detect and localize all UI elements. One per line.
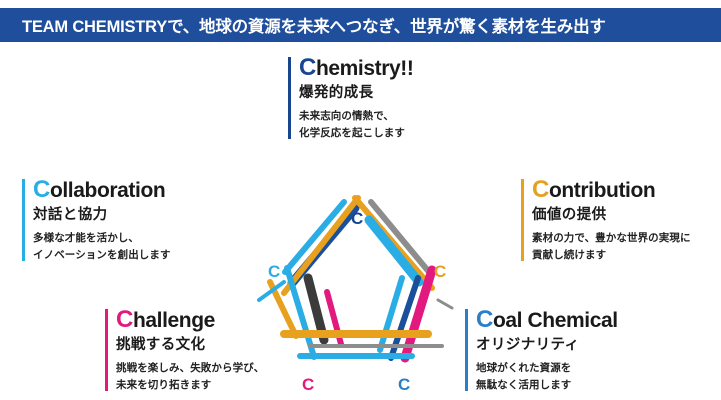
headline-rest-chemistry: hemistry!! xyxy=(315,57,414,80)
header-banner: TEAM CHEMISTRYで、地球の資源を未来へつなぎ、世界が驚く素材を生み出… xyxy=(0,8,721,42)
value-block-collaboration: Collaboration 対話と協力 多様な才能を活かし、 イノベーションを創… xyxy=(22,176,171,263)
body-line1-collaboration: 多様な才能を活かし、 xyxy=(33,232,139,245)
body-line1-chemistry: 未来志向の情熱で、 xyxy=(299,110,394,123)
headline-contribution: Contribution xyxy=(532,176,691,204)
pentagon-vertex-c-left: C xyxy=(268,262,281,281)
subhead-collaboration: 対話と協力 xyxy=(33,206,108,223)
body-line1-coal-chemical: 地球がくれた資源を xyxy=(476,362,572,375)
value-block-coal-chemical: Coal Chemical オリジナリティ 地球がくれた資源を 無駄なく活用しま… xyxy=(465,306,618,393)
headline-cap-coal-chemical: C xyxy=(476,306,493,333)
headline-rest-contribution: ontribution xyxy=(548,179,656,202)
pentagon-vertex-c-top: C xyxy=(351,209,364,228)
subhead-challenge: 挑戦する文化 xyxy=(116,336,206,353)
accent-rule-collaboration xyxy=(22,179,25,261)
value-block-challenge: Challenge 挑戦する文化 挑戦を楽しみ、失敗から学び、 未来を切り拓きま… xyxy=(105,306,265,393)
accent-rule-challenge xyxy=(105,309,108,391)
headline-rest-collaboration: ollaboration xyxy=(49,179,166,202)
body-line2-chemistry: 化学反応を起こします xyxy=(299,126,405,139)
banner-title: TEAM CHEMISTRYで、地球の資源を未来へつなぎ、世界が驚く素材を生み出… xyxy=(22,18,606,36)
headline-rest-challenge: hallenge xyxy=(132,309,215,332)
subhead-contribution: 価値の提供 xyxy=(532,206,607,223)
value-block-chemistry: Chemistry!! 爆発的成長 未来志向の情熱で、 化学反応を起こします xyxy=(288,54,414,141)
headline-collaboration: Collaboration xyxy=(33,176,171,204)
value-block-contribution: Contribution 価値の提供 素材の力で、豊かな世界の実現に 貢献し続け… xyxy=(521,176,691,263)
diagram-stage: C C C C C Chemistry!! 爆発的成長 未来志向の情熱で、 化学… xyxy=(0,42,721,400)
headline-rest-coal-chemical: oal Chemical xyxy=(492,309,618,332)
accent-rule-chemistry xyxy=(288,57,291,139)
headline-challenge: Challenge xyxy=(116,306,264,334)
body-line1-challenge: 挑戦を楽しみ、失敗から学び、 xyxy=(116,362,265,375)
subhead-coal-chemical: オリジナリティ xyxy=(476,336,580,353)
subhead-chemistry: 爆発的成長 xyxy=(299,84,374,101)
body-line1-contribution: 素材の力で、豊かな世界の実現に xyxy=(532,232,691,245)
body-line2-coal-chemical: 無駄なく活用します xyxy=(476,378,572,391)
body-line2-challenge: 未来を切り拓きます xyxy=(116,378,212,391)
headline-cap-contribution: C xyxy=(532,176,549,203)
headline-coal-chemical: Coal Chemical xyxy=(476,306,618,334)
pentagon-diagram xyxy=(252,160,462,365)
pentagon-vertex-c-bottom-right: C xyxy=(398,375,411,394)
body-line2-collaboration: イノベーションを創出します xyxy=(33,248,171,261)
headline-cap-chemistry: C xyxy=(299,54,316,81)
pentagon-vertex-c-right: C xyxy=(434,262,447,281)
headline-cap-collaboration: C xyxy=(33,176,50,203)
accent-rule-coal-chemical xyxy=(465,309,468,391)
accent-rule-contribution xyxy=(521,179,524,261)
pentagon-vertex-c-bottom-left: C xyxy=(302,375,315,394)
pentagon-svg xyxy=(257,195,454,363)
headline-chemistry: Chemistry!! xyxy=(299,54,414,82)
body-line2-contribution: 貢献し続けます xyxy=(532,248,607,261)
headline-cap-challenge: C xyxy=(116,306,133,333)
